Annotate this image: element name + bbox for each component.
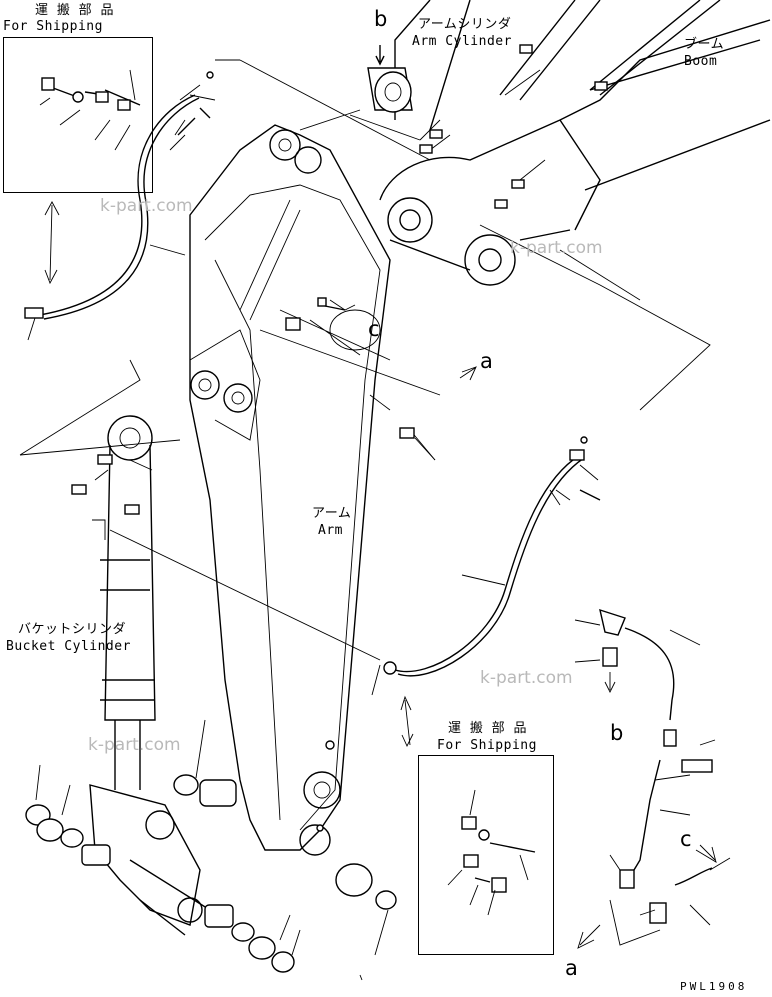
boom-jp: ブーム <box>684 37 725 52</box>
boom-outline <box>379 0 771 286</box>
callout-c-right: c <box>680 827 693 851</box>
arm-cylinder-jp: アームシリンダ <box>418 17 512 32</box>
grease-hose-left <box>24 84 216 341</box>
callout-a-bottom: a <box>565 956 579 980</box>
callout-a-center: a <box>480 349 494 373</box>
shipping-box-top <box>3 37 153 193</box>
arm-outline <box>189 124 391 856</box>
bolts <box>177 71 601 501</box>
arm-cylinder-part <box>367 45 413 113</box>
arm-en: Arm <box>318 523 343 538</box>
arm-jp: アーム <box>312 506 352 521</box>
callout-b-right: b <box>610 721 624 745</box>
grease-hose-right <box>371 449 599 696</box>
shipping-box-bottom <box>418 755 554 955</box>
watermark-4: k-part.com <box>88 735 181 755</box>
drawing-code: PWL1908 <box>680 980 748 993</box>
bucket-cylinder-en: Bucket Cylinder <box>6 639 131 654</box>
watermark-2: k-part.com <box>510 238 603 258</box>
callout-b-top: b <box>374 7 388 31</box>
right-fittings <box>574 608 731 946</box>
leader-lines <box>19 59 717 949</box>
watermark-3: k-part.com <box>480 668 573 688</box>
link-and-bushings <box>25 719 397 981</box>
shipping-bottom-jp: 運 搬 部 品 <box>448 721 527 736</box>
shipping-top-en: For Shipping <box>3 19 103 34</box>
shipping-bottom-en: For Shipping <box>437 738 537 753</box>
shipping-parts <box>39 69 536 916</box>
callout-c-center: c <box>368 317 381 341</box>
watermark-1: k-part.com <box>100 196 193 216</box>
bucket-cylinder-jp: バケットシリンダ <box>18 622 127 637</box>
boom-en: Boom <box>684 54 718 69</box>
arm-cylinder-en: Arm Cylinder <box>412 34 512 49</box>
shipping-top-jp: 運 搬 部 品 <box>35 3 114 18</box>
bucket-cylinder <box>71 415 156 790</box>
